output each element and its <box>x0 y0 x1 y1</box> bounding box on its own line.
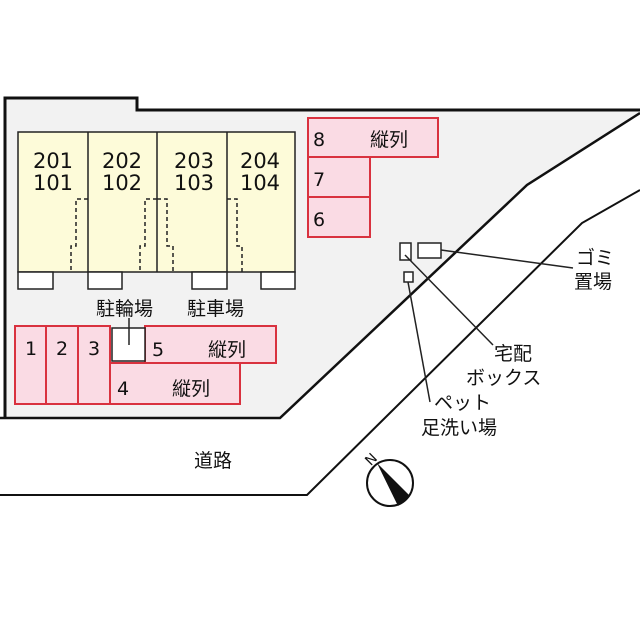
parking-1: 1 <box>25 338 37 360</box>
parking-2: 2 <box>56 338 68 360</box>
unit-103: 103 <box>174 171 214 195</box>
parking-4: 4 <box>117 378 129 400</box>
lot-road-edge <box>0 111 640 420</box>
parking-4-note: 縦列 <box>172 378 210 400</box>
delivery-box-label-2: ボックス <box>466 367 541 389</box>
lot-boundary <box>3 96 640 418</box>
parking-6: 6 <box>313 209 325 231</box>
unit-204: 204 <box>240 149 280 173</box>
parking-5: 5 <box>152 339 164 361</box>
building <box>17 131 296 290</box>
delivery-box-label-1: 宅配 <box>494 343 532 365</box>
balconies <box>17 271 296 290</box>
parking-8-note: 縦列 <box>370 129 408 151</box>
unit-203: 203 <box>174 149 214 173</box>
unit-202: 202 <box>102 149 142 173</box>
parking-3: 3 <box>88 338 100 360</box>
unit-102: 102 <box>102 171 142 195</box>
unit-101: 101 <box>33 171 73 195</box>
unit-201: 201 <box>33 149 73 173</box>
road-label: 道路 <box>194 450 232 472</box>
car-parking-label: 駐車場 <box>187 298 244 320</box>
garbage-label-1: ゴミ <box>576 247 614 269</box>
parking-8: 8 <box>313 129 325 151</box>
pet-wash-label-2: 足洗い場 <box>421 417 497 439</box>
parking-7: 7 <box>313 169 325 191</box>
unit-104: 104 <box>240 171 280 195</box>
garbage-label-2: 置場 <box>574 271 612 293</box>
parking-5-note: 縦列 <box>208 339 246 361</box>
parking-spaces <box>14 117 439 405</box>
stairs-outline <box>70 198 243 272</box>
road-edge <box>0 189 640 496</box>
pet-wash-label-1: ペット <box>434 392 491 414</box>
bicycle-parking-label: 駐輪場 <box>96 298 153 320</box>
north-arrow-icon: N <box>362 450 414 507</box>
facility-boxes <box>399 242 442 283</box>
